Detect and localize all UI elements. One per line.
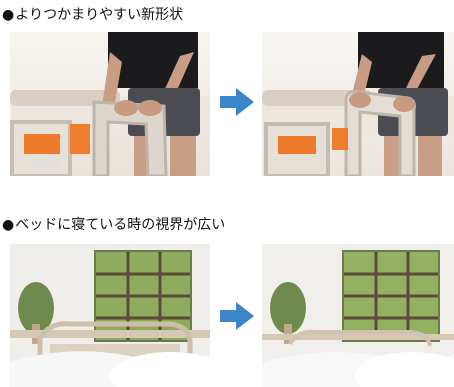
photo-bed-view-old-icon — [10, 244, 210, 387]
right-arrow-icon — [220, 302, 254, 330]
bullet-icon: ● — [2, 7, 15, 23]
section-new-shape: ●よりつかまりやすい新形状 — [0, 0, 454, 180]
section-title-text: ベッドに寝ている時の視界が広い — [15, 217, 226, 233]
photo-bed-rail-new-icon — [262, 32, 454, 176]
bullet-icon: ● — [2, 217, 15, 233]
section-wide-view: ●ベッドに寝ている時の視界が広い — [0, 206, 454, 387]
section-title-text: よりつかまりやすい新形状 — [15, 7, 184, 23]
photo-bed-rail-old-icon — [10, 32, 210, 176]
section-title: ●ベッドに寝ている時の視界が広い — [2, 216, 225, 234]
section-title: ●よりつかまりやすい新形状 — [2, 6, 183, 24]
photo-bed-view-new-icon — [262, 244, 454, 387]
right-arrow-icon — [220, 88, 254, 116]
